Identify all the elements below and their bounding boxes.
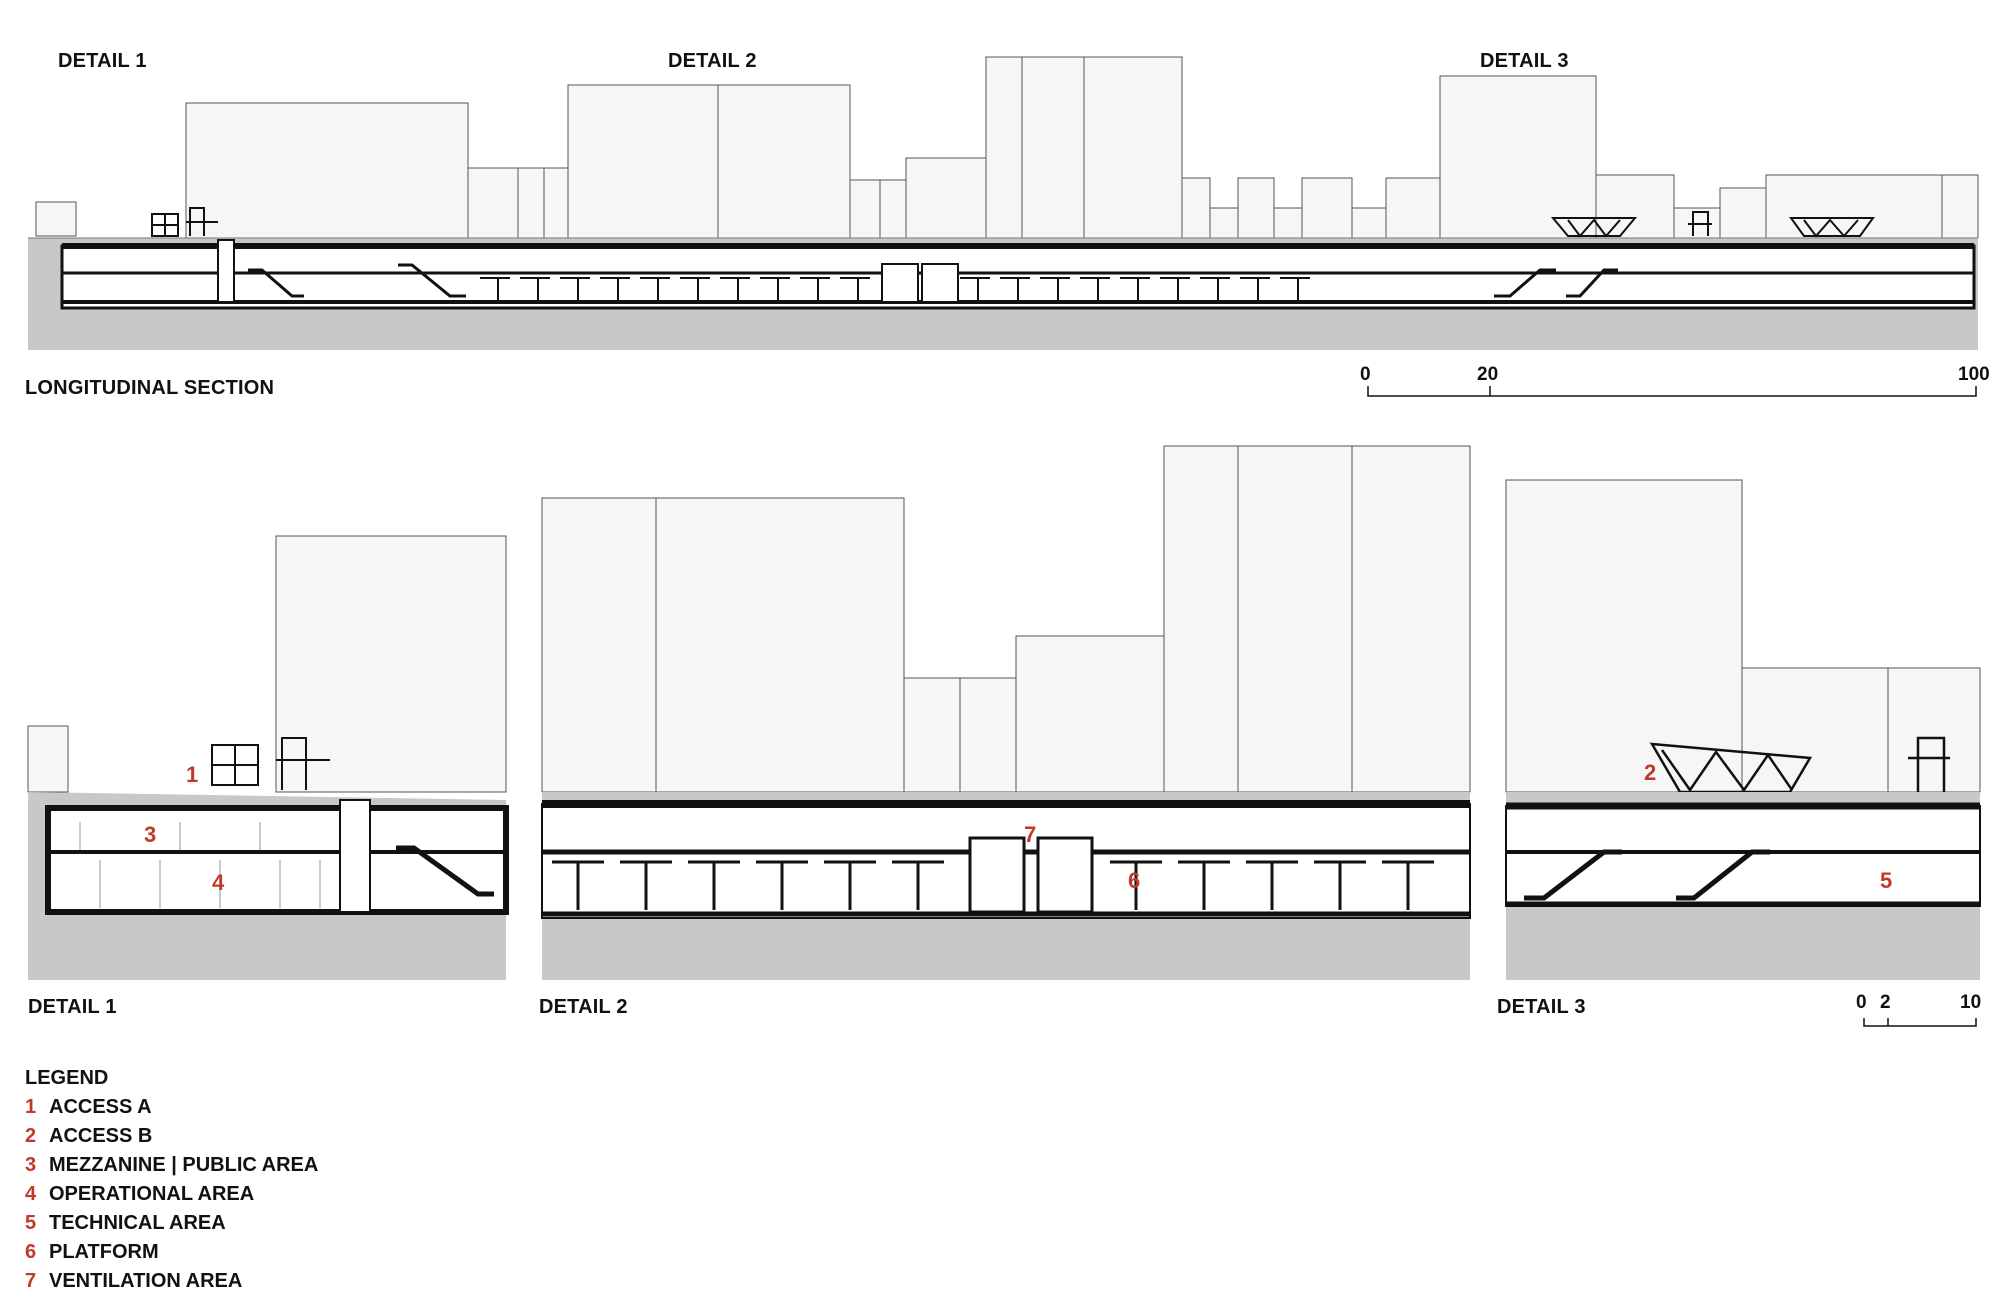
- legend-text: VENTILATION AREA: [49, 1270, 243, 1292]
- scale-bar-top: [1367, 386, 1977, 397]
- legend-text: PLATFORM: [49, 1241, 159, 1263]
- legend: LEGEND 1 ACCESS A 2 ACCESS B 3 MEZZANINE | …: [25, 1064, 318, 1296]
- scale-bottom-0: 0: [1856, 992, 1867, 1013]
- marker-1: 1: [186, 762, 198, 787]
- scale-bar-bottom: [1863, 1018, 1977, 1027]
- longitudinal-section: [35, 56, 1979, 239]
- marker-7: 7: [1024, 822, 1036, 847]
- detail-2-bottom-label: DETAIL 2: [539, 996, 628, 1018]
- longitudinal-section-label: LONGITUDINAL SECTION: [25, 377, 275, 399]
- legend-item: 4 OPERATIONAL AREA: [25, 1180, 318, 1209]
- detail-1-top-label: DETAIL 1: [58, 50, 147, 72]
- legend-item: 1 ACCESS A: [25, 1093, 318, 1122]
- detail-1-drawing: 1 3 4: [27, 535, 509, 980]
- detail-3-drawing: 5 2: [1505, 479, 1981, 980]
- marker-6: 6: [1128, 868, 1140, 893]
- legend-item: 2 ACCESS B: [25, 1122, 318, 1151]
- legend-num: 1: [25, 1096, 37, 1118]
- scale-top-20: 20: [1477, 364, 1499, 385]
- legend-num: 6: [25, 1241, 37, 1263]
- detail-3-bottom-label: DETAIL 3: [1497, 996, 1586, 1018]
- marker-5: 5: [1880, 868, 1892, 893]
- legend-num: 2: [25, 1125, 37, 1147]
- legend-num: 4: [25, 1183, 37, 1205]
- legend-text: TECHNICAL AREA: [49, 1212, 226, 1234]
- marker-2: 2: [1644, 760, 1656, 785]
- legend-item: 5 TECHNICAL AREA: [25, 1209, 318, 1238]
- detail-2-drawing: 7 6: [541, 445, 1471, 980]
- legend-num: 7: [25, 1270, 37, 1292]
- detail-2-top-label: DETAIL 2: [668, 50, 757, 72]
- scale-bottom-2: 2: [1880, 992, 1891, 1013]
- legend-text: ACCESS A: [49, 1096, 152, 1118]
- legend-text: OPERATIONAL AREA: [49, 1183, 255, 1205]
- scale-bottom-10: 10: [1960, 992, 1982, 1013]
- marker-4: 4: [212, 870, 225, 895]
- detail-1-bottom-label: DETAIL 1: [28, 996, 117, 1018]
- legend-item: 6 PLATFORM: [25, 1238, 318, 1267]
- legend-num: 5: [25, 1212, 37, 1234]
- legend-item: 3 MEZZANINE | PUBLIC AREA: [25, 1151, 318, 1180]
- legend-text: MEZZANINE | PUBLIC AREA: [49, 1154, 319, 1176]
- marker-3: 3: [144, 822, 156, 847]
- scale-top-100: 100: [1958, 364, 1990, 385]
- legend-item: 7 VENTILATION AREA: [25, 1267, 318, 1296]
- legend-text: ACCESS B: [49, 1125, 153, 1147]
- legend-num: 3: [25, 1154, 37, 1176]
- scale-top-0: 0: [1360, 364, 1371, 385]
- legend-title: LEGEND: [25, 1067, 109, 1089]
- detail-3-top-label: DETAIL 3: [1480, 50, 1569, 72]
